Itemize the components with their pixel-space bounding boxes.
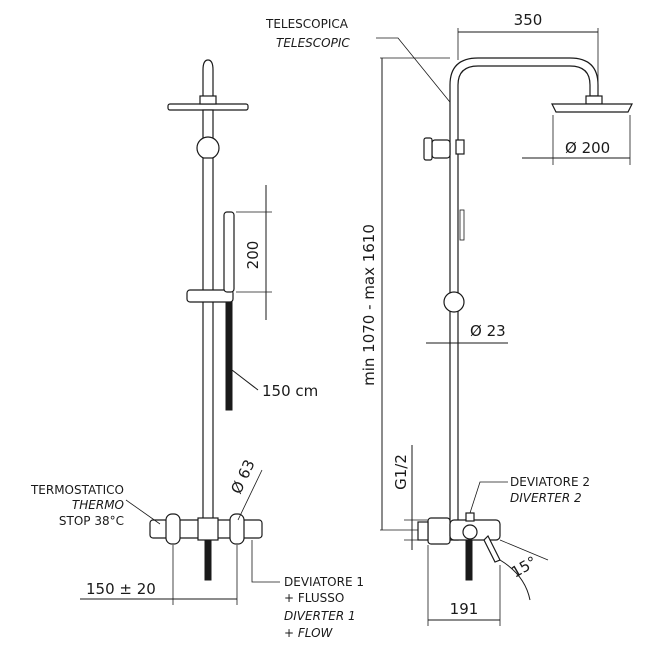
diverter2-label-it: DEVIATORE 2 (510, 475, 590, 489)
telescopic-leader (376, 37, 459, 113)
diverter1-leader (251, 540, 280, 583)
thermostat-label-en: THERMO (72, 498, 124, 512)
depth-label: 191 (450, 600, 479, 618)
rain-head-connector (199, 95, 217, 105)
side-rain-head (551, 103, 633, 113)
diverter2-label-en: DIVERTER 2 (510, 491, 582, 505)
upper-pipe (202, 109, 214, 139)
hose-upper (225, 301, 233, 411)
hose-lower (204, 539, 212, 581)
hose-leader (231, 369, 259, 391)
side-hose (465, 539, 473, 581)
arm-length-label: 350 (514, 11, 543, 29)
spout-angle-arc (499, 559, 531, 601)
knob-diameter-leader (237, 469, 263, 521)
telescopic-label-it: TELESCOPICA (265, 17, 349, 31)
shower-arm-top (202, 59, 214, 101)
hose-length-label: 150 cm (262, 382, 318, 400)
side-slider (443, 291, 465, 313)
diverter1-flow-en: + FLOW (284, 626, 334, 640)
upper-joint (196, 136, 220, 160)
riser-pipe (202, 157, 214, 524)
side-head-connector (585, 95, 603, 105)
side-hand-shower (459, 209, 465, 241)
telescopic-lock-knob (423, 137, 433, 161)
pipe-diameter-label: Ø 23 (470, 322, 506, 340)
diverter2-button (465, 512, 475, 522)
head-diameter-label: Ø 200 (565, 139, 610, 157)
diverter1-label-en: DIVERTER 1 (284, 609, 356, 623)
connection-label: G1/2 (392, 454, 410, 490)
diverter1-flow-it: + FLUSSO (284, 591, 344, 605)
front-view: 200 150 cm TERMOSTATICO THERMO STOP 38°C… (30, 59, 364, 640)
left-knob (165, 513, 181, 545)
telescopic-lock (431, 139, 451, 159)
slider (186, 289, 234, 303)
thermostat-label-it: TERMOSTATICO (30, 483, 124, 497)
hand-shower-length-label: 200 (244, 241, 262, 270)
telescopic-label-en: TELESCOPIC (276, 36, 350, 50)
diverter2-leader (469, 481, 508, 514)
spout-angle-label: 15° (508, 553, 540, 582)
right-knob (229, 513, 245, 545)
side-mixer-knob (462, 524, 478, 540)
height-range-label: min 1070 - max 1610 (360, 224, 378, 386)
side-view: TELESCOPICA TELESCOPIC 350 Ø 200 Ø 23 (265, 11, 633, 626)
center-distance-label: 150 ± 20 (86, 580, 156, 598)
telescopic-clamp (455, 139, 465, 155)
thermostat-stop-label: STOP 38°C (59, 514, 124, 528)
side-mixer-inlet (427, 517, 451, 545)
riser-arm (449, 57, 599, 541)
diverter1-label-it: DEVIATORE 1 (284, 575, 364, 589)
spout (483, 534, 501, 563)
side-wall-connector (417, 521, 429, 541)
mixer-outlet (197, 517, 219, 541)
thermostat-leader (125, 499, 161, 525)
knob-diameter-label: Ø 63 (227, 457, 258, 497)
hand-shower (223, 211, 235, 293)
rain-head (167, 103, 249, 111)
